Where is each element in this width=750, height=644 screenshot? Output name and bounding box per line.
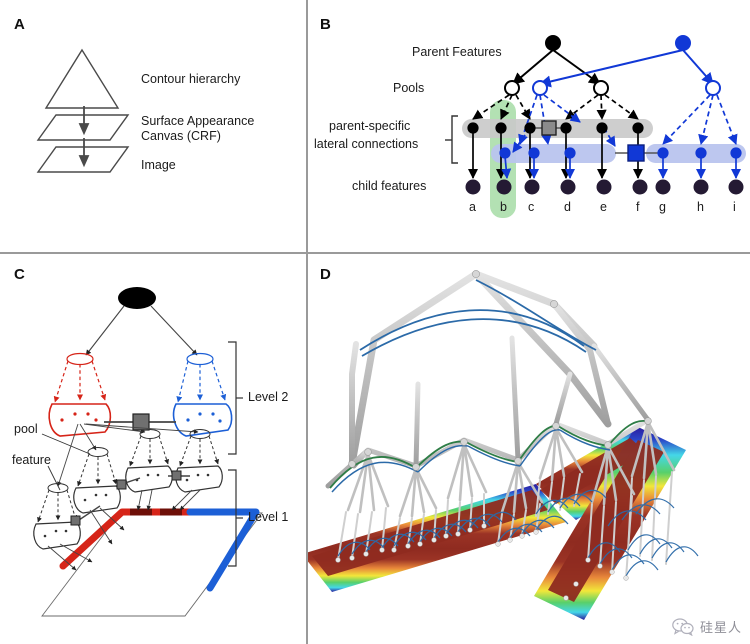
pool-to-lateral-edges-blue: [518, 94, 738, 146]
panel-d-graphic: [308, 270, 699, 620]
level2-pool-red: [48, 352, 112, 437]
panel-b-graphic: [445, 35, 746, 218]
label-lateral-connections: lateral connections: [314, 137, 419, 151]
contour-blue-path: [186, 508, 260, 592]
pool-to-lateral-edges-black: [472, 94, 639, 121]
child-label-a: a: [469, 200, 476, 214]
level1-lateral-square-3: [171, 470, 182, 481]
lateral-bracket: [451, 115, 458, 164]
label-canvas-crf: Canvas (CRF): [141, 129, 221, 143]
panel-c: C: [0, 254, 306, 644]
annotation-leader-lines: [41, 433, 91, 491]
tube-top-right: [551, 301, 611, 427]
arcs-lower-dense-right: [587, 498, 699, 577]
child-label-e: e: [600, 200, 607, 214]
blue-square-connector: [627, 144, 645, 162]
contour-red-path: [59, 508, 194, 570]
parent-feature-black: [545, 35, 561, 51]
root-to-level2-edges: [85, 305, 198, 356]
tube-descent-4: [553, 371, 573, 427]
lateral-nodes-row-1: [467, 122, 644, 134]
heat-core-stripes: [312, 438, 664, 602]
parent-to-pool-edges: [512, 49, 714, 88]
pool-node-3: [593, 80, 609, 96]
label-parent-specific: parent-specific: [329, 119, 411, 133]
label-image: Image: [141, 158, 176, 172]
label-level-1: Level 1: [248, 510, 289, 524]
watermark-text: 硅星人: [699, 621, 742, 636]
triangle-contour-hierarchy: [44, 48, 120, 109]
level2-pool-blue: [172, 352, 233, 437]
tube-fans-tier2: [346, 420, 676, 518]
child-label-h: h: [697, 200, 704, 214]
child-label-c: c: [528, 200, 535, 214]
level1-pool-2: [73, 447, 121, 514]
panel-c-graphic: [33, 287, 263, 617]
ground-plane: [41, 512, 263, 617]
tube-descent-3: [509, 335, 521, 463]
divider-vertical: [306, 0, 308, 644]
ground-contact-dots: [335, 523, 629, 601]
label-level-2: Level 2: [248, 390, 289, 404]
label-child-features: child features: [352, 179, 427, 193]
lateral-to-child-blue: [501, 155, 742, 180]
panel-c-letter: C: [14, 266, 25, 283]
level1-to-image-edges: [47, 489, 201, 571]
panel-b-letter: B: [320, 16, 331, 33]
child-label-f: f: [636, 200, 640, 214]
tube-descent-6: [591, 343, 651, 423]
watermark: 硅星人: [672, 617, 742, 636]
level1-lateral-square-1: [70, 515, 81, 526]
root-node-ellipse: [118, 287, 156, 309]
label-pool: pool: [14, 422, 38, 436]
level1-pool-4: [175, 429, 223, 493]
pool-node-4: [705, 80, 721, 96]
label-feature: feature: [12, 453, 51, 467]
child-feature-nodes: [465, 179, 744, 195]
level2-bracket: [228, 341, 237, 455]
tube-mast-left: [349, 341, 359, 467]
parallelogram-image: [36, 146, 130, 173]
level2-to-level1-edges: [57, 423, 199, 487]
panel-a-letter: A: [14, 16, 25, 33]
child-label-b: b: [500, 200, 507, 214]
child-label-d: d: [564, 200, 571, 214]
arcs-lower-dense: [337, 489, 607, 557]
child-label-g: g: [659, 200, 666, 214]
panel-a-graphic: [36, 48, 130, 173]
tube-descent-2: [413, 381, 421, 469]
panel-d: D: [308, 254, 750, 644]
level1-lateral-square-2: [116, 479, 127, 490]
panel-b: B: [308, 0, 750, 252]
level1-pool-3: [125, 429, 173, 493]
pool-node-1: [504, 80, 520, 96]
arcs-blue-mid: [331, 429, 611, 493]
label-surface-appearance: Surface Appearance: [141, 114, 255, 128]
label-pools: Pools: [393, 81, 425, 95]
lateral-nodes-row-2: [499, 147, 742, 159]
panel-d-letter: D: [320, 266, 331, 283]
tube-joint-nodes: [348, 270, 652, 471]
level2-lateral-connection: [104, 413, 176, 431]
gray-square-connector: [541, 120, 557, 136]
pool-node-2: [532, 80, 548, 96]
child-label-i: i: [733, 200, 736, 214]
tube-tier2-beam: [325, 417, 651, 489]
arrow-down-2: [78, 138, 90, 168]
wechat-icon: [672, 617, 694, 636]
arcs-blue-upper: [359, 279, 597, 357]
panel-a: A Contour hierarchy Surface Appearance C…: [0, 0, 306, 252]
label-contour-hierarchy: Contour hierarchy: [141, 72, 241, 86]
arrow-down-1: [78, 106, 90, 136]
parallelogram-canvas: [36, 114, 130, 141]
label-parent-features: Parent Features: [412, 45, 502, 59]
parent-feature-blue: [675, 35, 691, 51]
divider-horizontal: [0, 252, 750, 254]
